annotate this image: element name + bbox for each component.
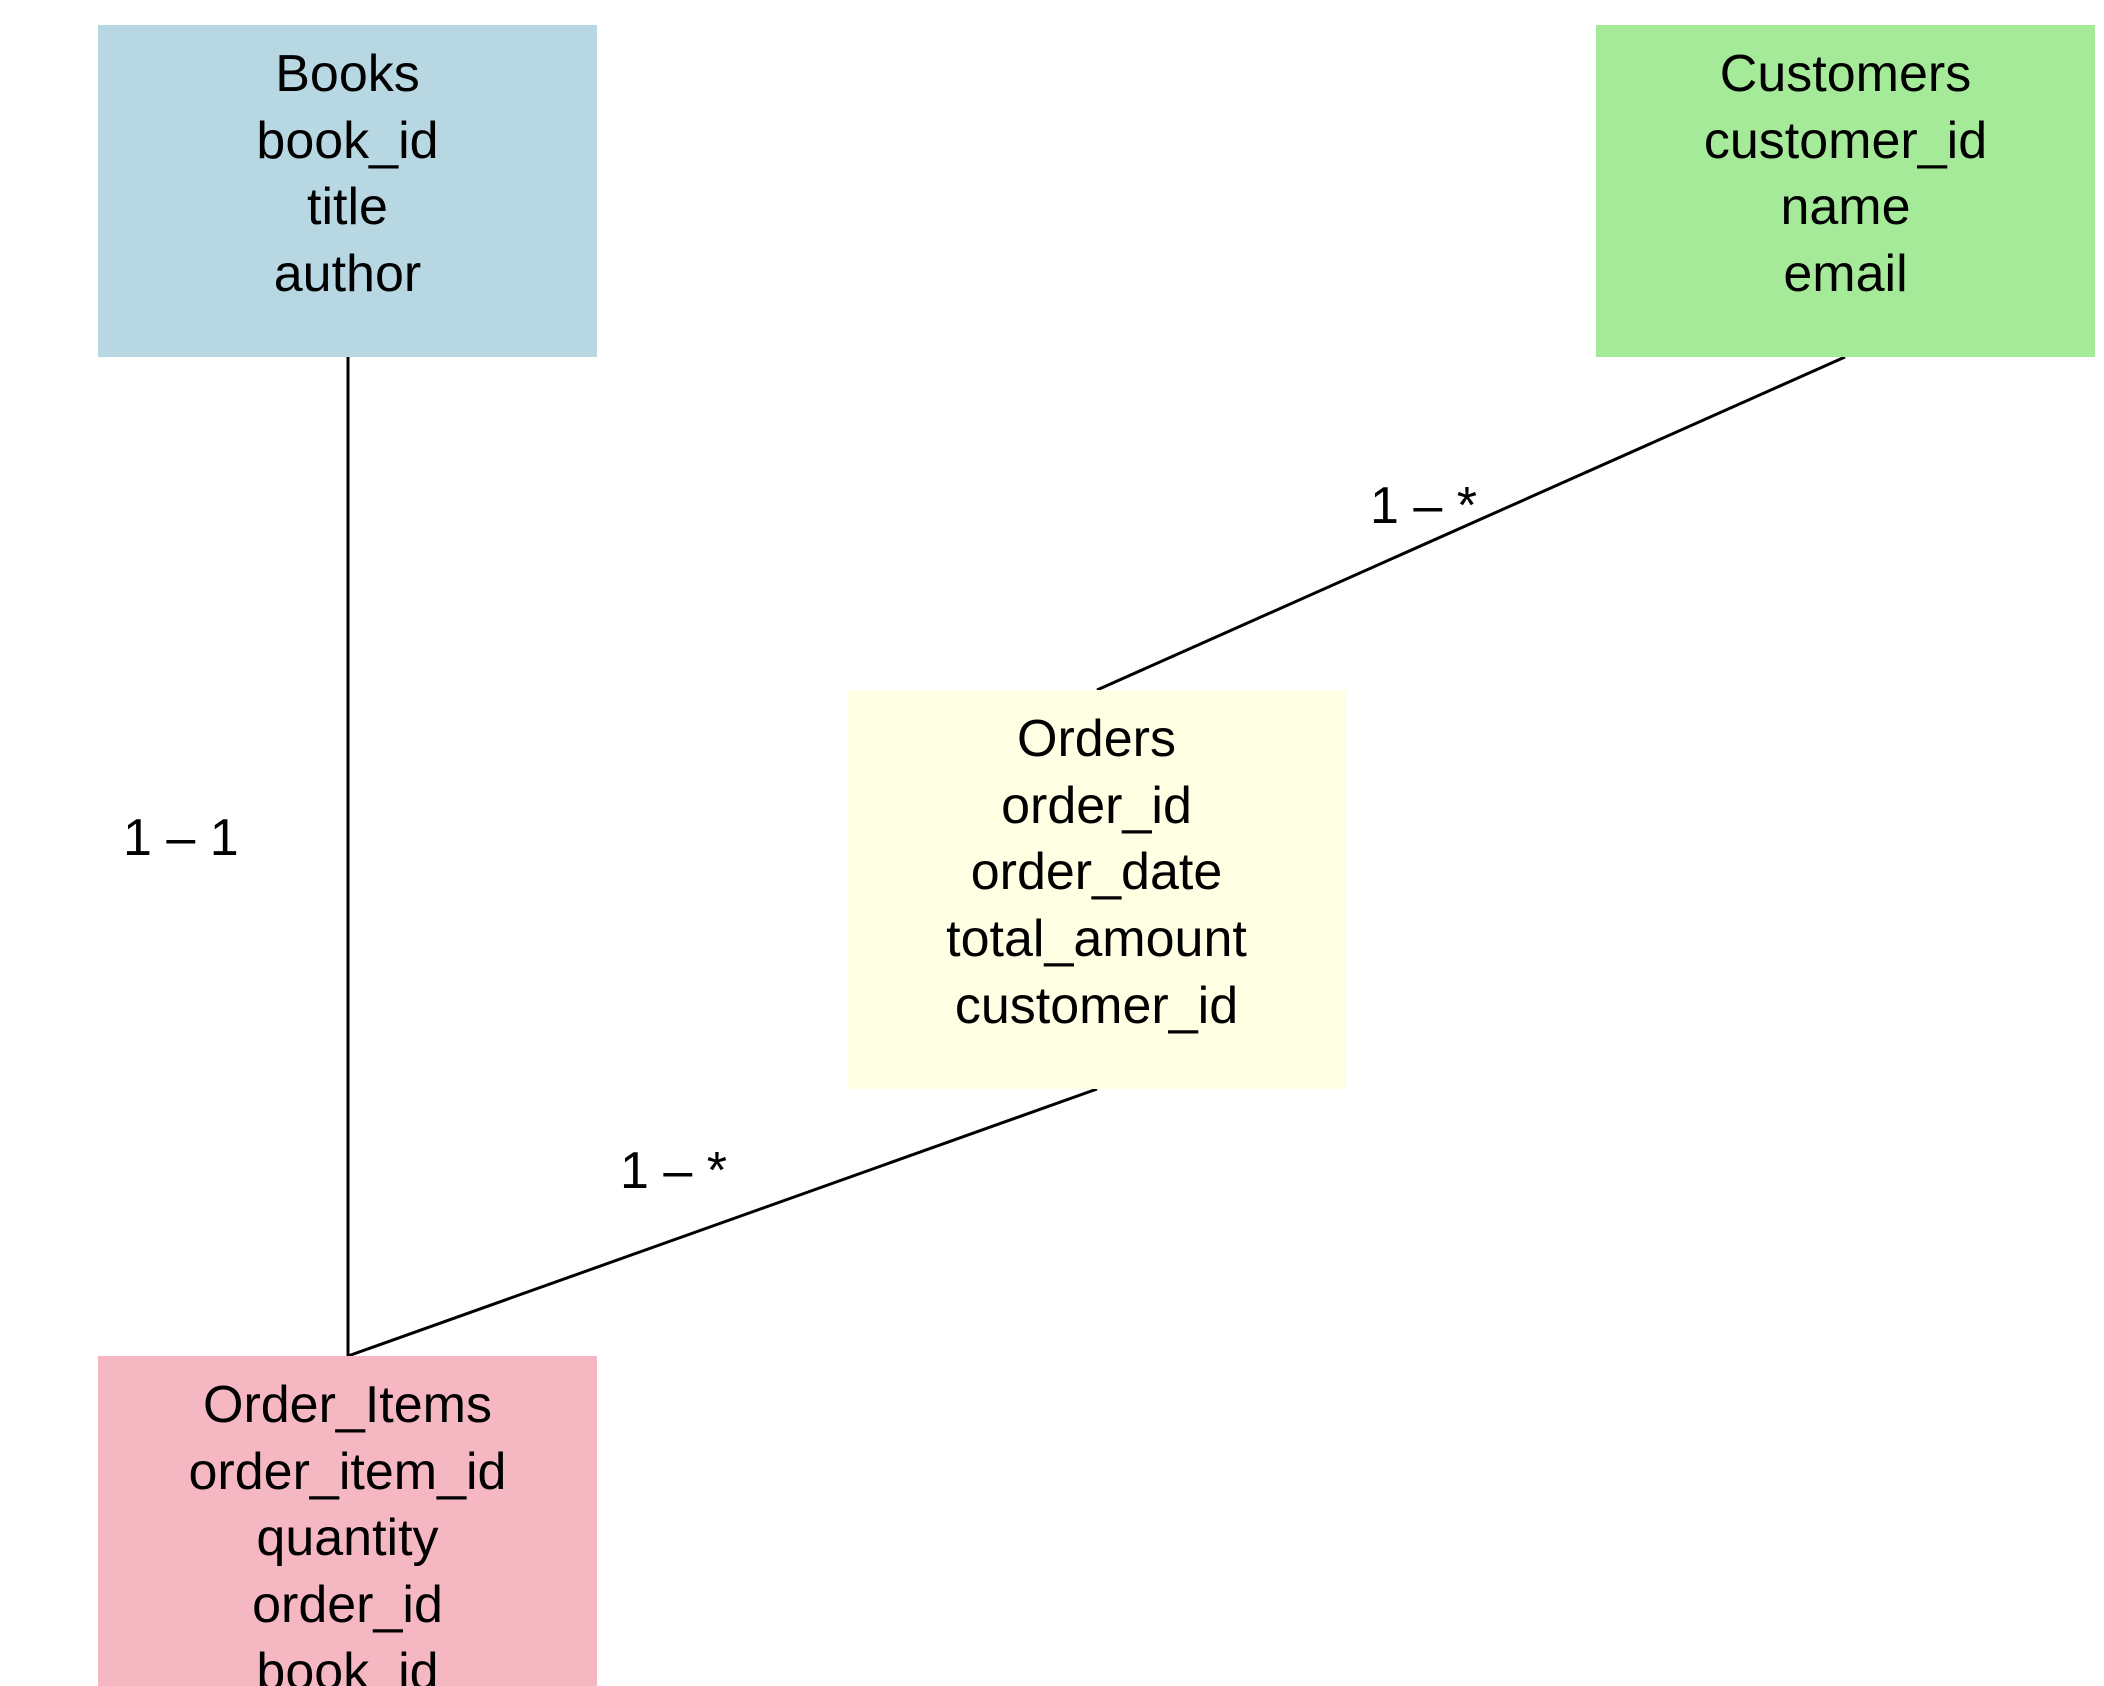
entity-title: Orders (1017, 710, 1176, 768)
entity-field: book_id (256, 1642, 439, 1686)
entity-title: Books (275, 45, 420, 103)
entity-orders[interactable]: Orders order_id order_date total_amount … (847, 690, 1346, 1089)
entity-customers[interactable]: Customers customer_id name email (1596, 25, 2095, 357)
entity-field: order_date (970, 843, 1223, 902)
entity-field: name (1780, 178, 1911, 237)
entity-field: total_amount (946, 910, 1247, 969)
entity-field: book_id (256, 111, 439, 170)
cardinality-label-orders-order-items: 1 – * (620, 1142, 727, 1200)
entity-title: Customers (1719, 45, 1972, 103)
orders-order-items-line (347, 1087, 1098, 1358)
cardinality-label-books-order-items: 1 – 1 (123, 809, 239, 867)
entity-field: order_item_id (188, 1442, 507, 1501)
entity-field: order_id (252, 1576, 443, 1635)
cardinality-label-customers-orders: 1 – * (1370, 477, 1477, 535)
entity-field: customer_id (954, 976, 1239, 1035)
customers-orders-line (1096, 355, 1846, 692)
entity-field: order_id (1001, 776, 1192, 835)
entity-field: email (1783, 245, 1908, 304)
entity-field: quantity (256, 1509, 439, 1568)
entity-field: customer_id (1703, 111, 1988, 170)
entity-title: Order_Items (203, 1376, 492, 1434)
entity-field: title (307, 178, 388, 237)
entity-field: author (273, 245, 422, 304)
entity-order-items[interactable]: Order_Items order_item_id quantity order… (98, 1356, 597, 1686)
entity-books[interactable]: Books book_id title author (98, 25, 597, 357)
